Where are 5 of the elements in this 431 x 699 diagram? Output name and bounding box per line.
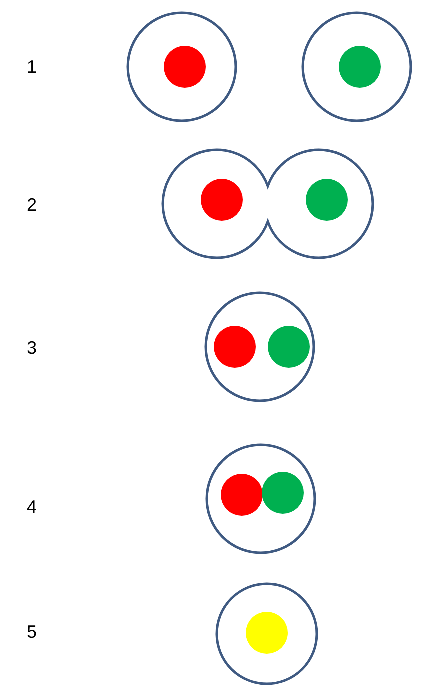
step-number: 5 bbox=[27, 622, 38, 642]
step-number: 2 bbox=[27, 195, 38, 215]
step-number: 4 bbox=[27, 497, 38, 517]
step-number: 1 bbox=[27, 57, 38, 77]
step-number: 3 bbox=[27, 338, 38, 358]
